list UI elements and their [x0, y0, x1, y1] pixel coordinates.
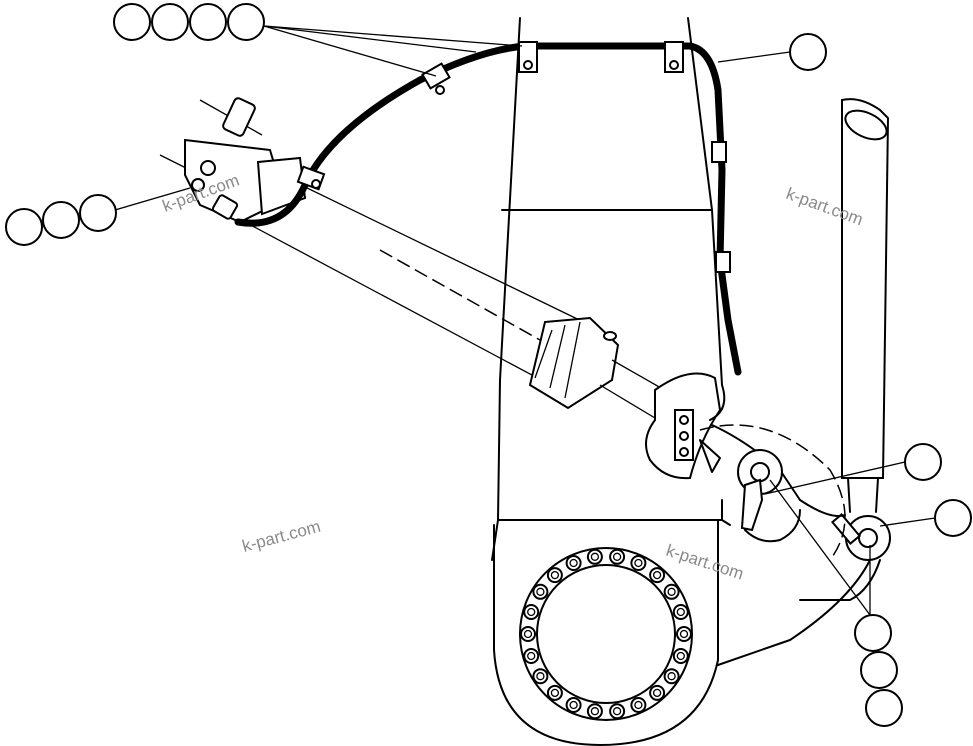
- bolt-hole: [546, 684, 563, 701]
- bolt-hole-inner: [676, 607, 685, 617]
- hydraulic-cylinder: [244, 169, 726, 480]
- bolt-hole-inner: [550, 688, 560, 698]
- callout-circle: [227, 3, 265, 41]
- bolt-hole-inner: [527, 607, 536, 617]
- bolt-hole: [565, 555, 582, 571]
- bolt-hole: [630, 555, 647, 571]
- callout-group-bottom: [854, 614, 903, 727]
- callout-group-top-right: [789, 33, 827, 71]
- bolt-hole: [649, 567, 666, 584]
- bolt-hole-inner: [569, 558, 578, 568]
- bolt-hole-inner: [679, 629, 689, 639]
- bolt-holes: [520, 548, 692, 720]
- bolt-hole: [532, 583, 549, 600]
- bolt-hole-inner: [590, 707, 600, 716]
- callout-circle: [854, 614, 892, 652]
- bolt-hole: [609, 703, 626, 720]
- bolt-hole-inner: [536, 587, 545, 596]
- callout-circle: [151, 3, 189, 41]
- bolt-hole: [676, 626, 692, 642]
- bolt-hole: [546, 567, 563, 584]
- bolt-hole: [649, 684, 666, 701]
- callout-circle: [113, 3, 151, 41]
- bolt-hole-inner: [676, 651, 685, 661]
- hydraulic-hose: [234, 41, 742, 376]
- bolt-hole: [609, 548, 626, 565]
- callout-circle: [789, 33, 827, 71]
- callout-group-right-upper: [904, 443, 942, 481]
- pivot-joint: [699, 424, 846, 561]
- bolt-hole: [586, 548, 603, 565]
- bolt-hole: [532, 668, 549, 685]
- bolt-hole: [672, 604, 689, 620]
- boom-arm: [491, 17, 723, 746]
- callouts: [5, 3, 972, 727]
- bolt-hole-inner: [634, 700, 643, 710]
- watermark-text: k-part.com: [240, 517, 322, 556]
- bolt-hole: [663, 583, 680, 600]
- callout-group-top-left: [113, 3, 265, 41]
- vertical-cylinder: [799, 98, 891, 601]
- callout-circle: [865, 689, 903, 727]
- bolt-hole: [663, 668, 680, 685]
- bolt-hole: [523, 648, 540, 664]
- bolt-hole: [565, 697, 582, 713]
- bolt-hole-inner: [523, 629, 533, 639]
- callout-group-left: [5, 194, 117, 246]
- callout-circle: [5, 208, 43, 246]
- bolt-hole-inner: [667, 672, 676, 681]
- callout-circle: [79, 194, 117, 232]
- bolt-hole-inner: [569, 700, 578, 710]
- bolt-hole: [672, 648, 689, 664]
- bolt-hole: [523, 604, 540, 620]
- bolt-hole: [520, 626, 536, 642]
- bolt-hole: [586, 703, 603, 720]
- watermark-text: k-part.com: [664, 541, 746, 584]
- callout-circle: [860, 651, 898, 689]
- callout-circle: [42, 201, 80, 239]
- bolt-hole-inner: [667, 587, 676, 596]
- callout-circle: [189, 3, 227, 41]
- bolt-hole-inner: [634, 558, 643, 568]
- bolt-hole-inner: [527, 651, 536, 661]
- bolt-hole-inner: [550, 570, 560, 580]
- callout-circle: [934, 499, 972, 537]
- lower-bracket: [717, 519, 871, 666]
- bolt-hole-inner: [652, 688, 662, 698]
- bolt-hole-inner: [612, 552, 622, 561]
- callout-group-right-lower: [934, 499, 972, 537]
- slewing-ring: [519, 547, 693, 721]
- bolt-hole: [630, 697, 647, 713]
- bolt-hole-inner: [590, 552, 600, 561]
- callout-circle: [904, 443, 942, 481]
- bolt-hole-inner: [536, 672, 545, 681]
- leader-lines: [114, 25, 936, 616]
- bolt-hole-inner: [652, 570, 662, 580]
- bolt-hole-inner: [612, 707, 622, 716]
